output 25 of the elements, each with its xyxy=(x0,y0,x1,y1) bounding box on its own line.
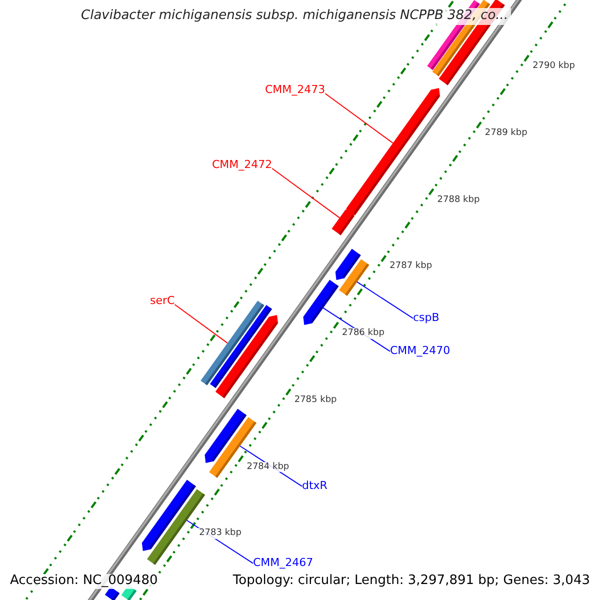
scale-label: 2786 kbp xyxy=(340,328,386,339)
gene-label: CMM_2470 xyxy=(390,345,450,358)
scale-label: 2787 kbp xyxy=(388,261,434,272)
gene-segment xyxy=(339,259,370,296)
gene-segment xyxy=(332,208,354,236)
scale-label: 2790 kbp xyxy=(530,61,577,72)
leader-line xyxy=(272,168,340,218)
leader-line xyxy=(324,92,394,144)
gene-segment xyxy=(303,280,339,325)
gene-label: CMM_2467 xyxy=(253,557,314,570)
gene-segment xyxy=(215,315,278,398)
scale-label: 2785 kbp xyxy=(292,394,339,406)
gene-label: CMM_2472 xyxy=(212,159,272,172)
leader-line xyxy=(174,304,228,344)
scale-label: 2783 kbp xyxy=(197,528,244,539)
genome-summary-text: Topology: circular; Length: 3,297,891 bp; Genes: 3,043 xyxy=(230,574,592,589)
accession-text: Accession: NC_009480 xyxy=(8,574,160,589)
gene-label: CMM_2473 xyxy=(265,84,326,97)
gene-label: dtxR xyxy=(302,480,328,493)
gene-label: cspB xyxy=(413,312,440,325)
gene-label: serC xyxy=(150,295,175,308)
leader-line xyxy=(356,281,414,319)
scale-label: 2789 kbp xyxy=(482,128,530,138)
scale-label: 2784 kbp xyxy=(244,462,292,472)
scale-label: 2788 kbp xyxy=(435,194,482,206)
